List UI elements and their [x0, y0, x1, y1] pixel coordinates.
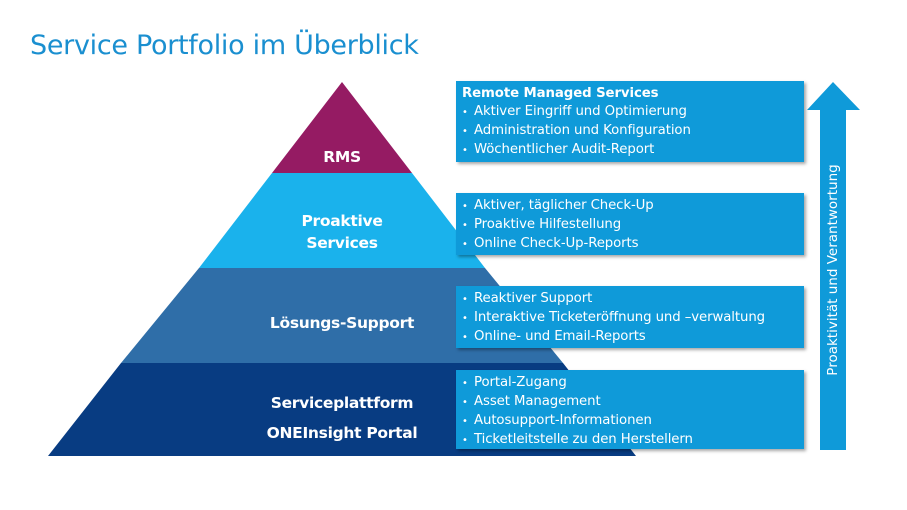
arrow-label: Proaktivität und Verantwortung	[825, 164, 841, 376]
box-item: Aktiver, täglicher Check-Up	[462, 197, 804, 216]
pyramid-tier-rms	[272, 82, 412, 173]
pyramid-tier-proaktive	[199, 173, 485, 268]
box-item: Asset Management	[462, 393, 804, 412]
page-title: Service Portfolio im Überblick	[30, 30, 419, 61]
box-item: Interaktive Ticketeröffnung und –verwalt…	[462, 309, 804, 328]
tier-label-line: ONEInsight Portal	[266, 424, 418, 442]
tier-label-proaktive: Proaktive Services	[262, 210, 422, 254]
box-item: Autosupport-Informationen	[462, 412, 804, 431]
tier-label-line: Proaktive	[301, 212, 383, 230]
box-item: Online Check-Up-Reports	[462, 235, 804, 254]
tier-label-line: Services	[306, 234, 378, 252]
box-item: Reaktiver Support	[462, 290, 804, 309]
box-item: Portal-Zugang	[462, 374, 804, 393]
tier-label-rms: RMS	[292, 146, 392, 168]
tier-label-line: Lösungs-Support	[269, 314, 415, 332]
box-item: Online- und Email-Reports	[462, 328, 804, 347]
box-item: Administration und Konfiguration	[462, 122, 804, 141]
box-item: Proaktive Hilfestellung	[462, 216, 804, 235]
pyramid-tier-loesungs	[121, 268, 563, 363]
box-item: Aktiver Eingriff und Optimierung	[462, 103, 804, 122]
up-arrow	[807, 82, 860, 450]
box-item: Ticketleitstelle zu den Herstellern	[462, 431, 804, 450]
tier-label-line: RMS	[323, 148, 361, 166]
tier-label-loesungs: Lösungs-Support	[242, 312, 442, 334]
box-heading: Remote Managed Services	[462, 86, 659, 101]
tier-label-plattform: Serviceplattform ONEInsight Portal	[232, 388, 452, 448]
info-box-rms: Remote Managed Services Aktiver Eingriff…	[456, 81, 804, 162]
tier-label-line: Serviceplattform	[270, 394, 414, 412]
info-box-proaktive: Aktiver, täglicher Check-Up Proaktive Hi…	[456, 193, 804, 255]
box-item: Wöchentlicher Audit-Report	[462, 141, 804, 160]
info-box-plattform: Portal-Zugang Asset Management Autosuppo…	[456, 370, 804, 449]
info-box-loesungs: Reaktiver Support Interaktive Ticketeröf…	[456, 286, 804, 348]
